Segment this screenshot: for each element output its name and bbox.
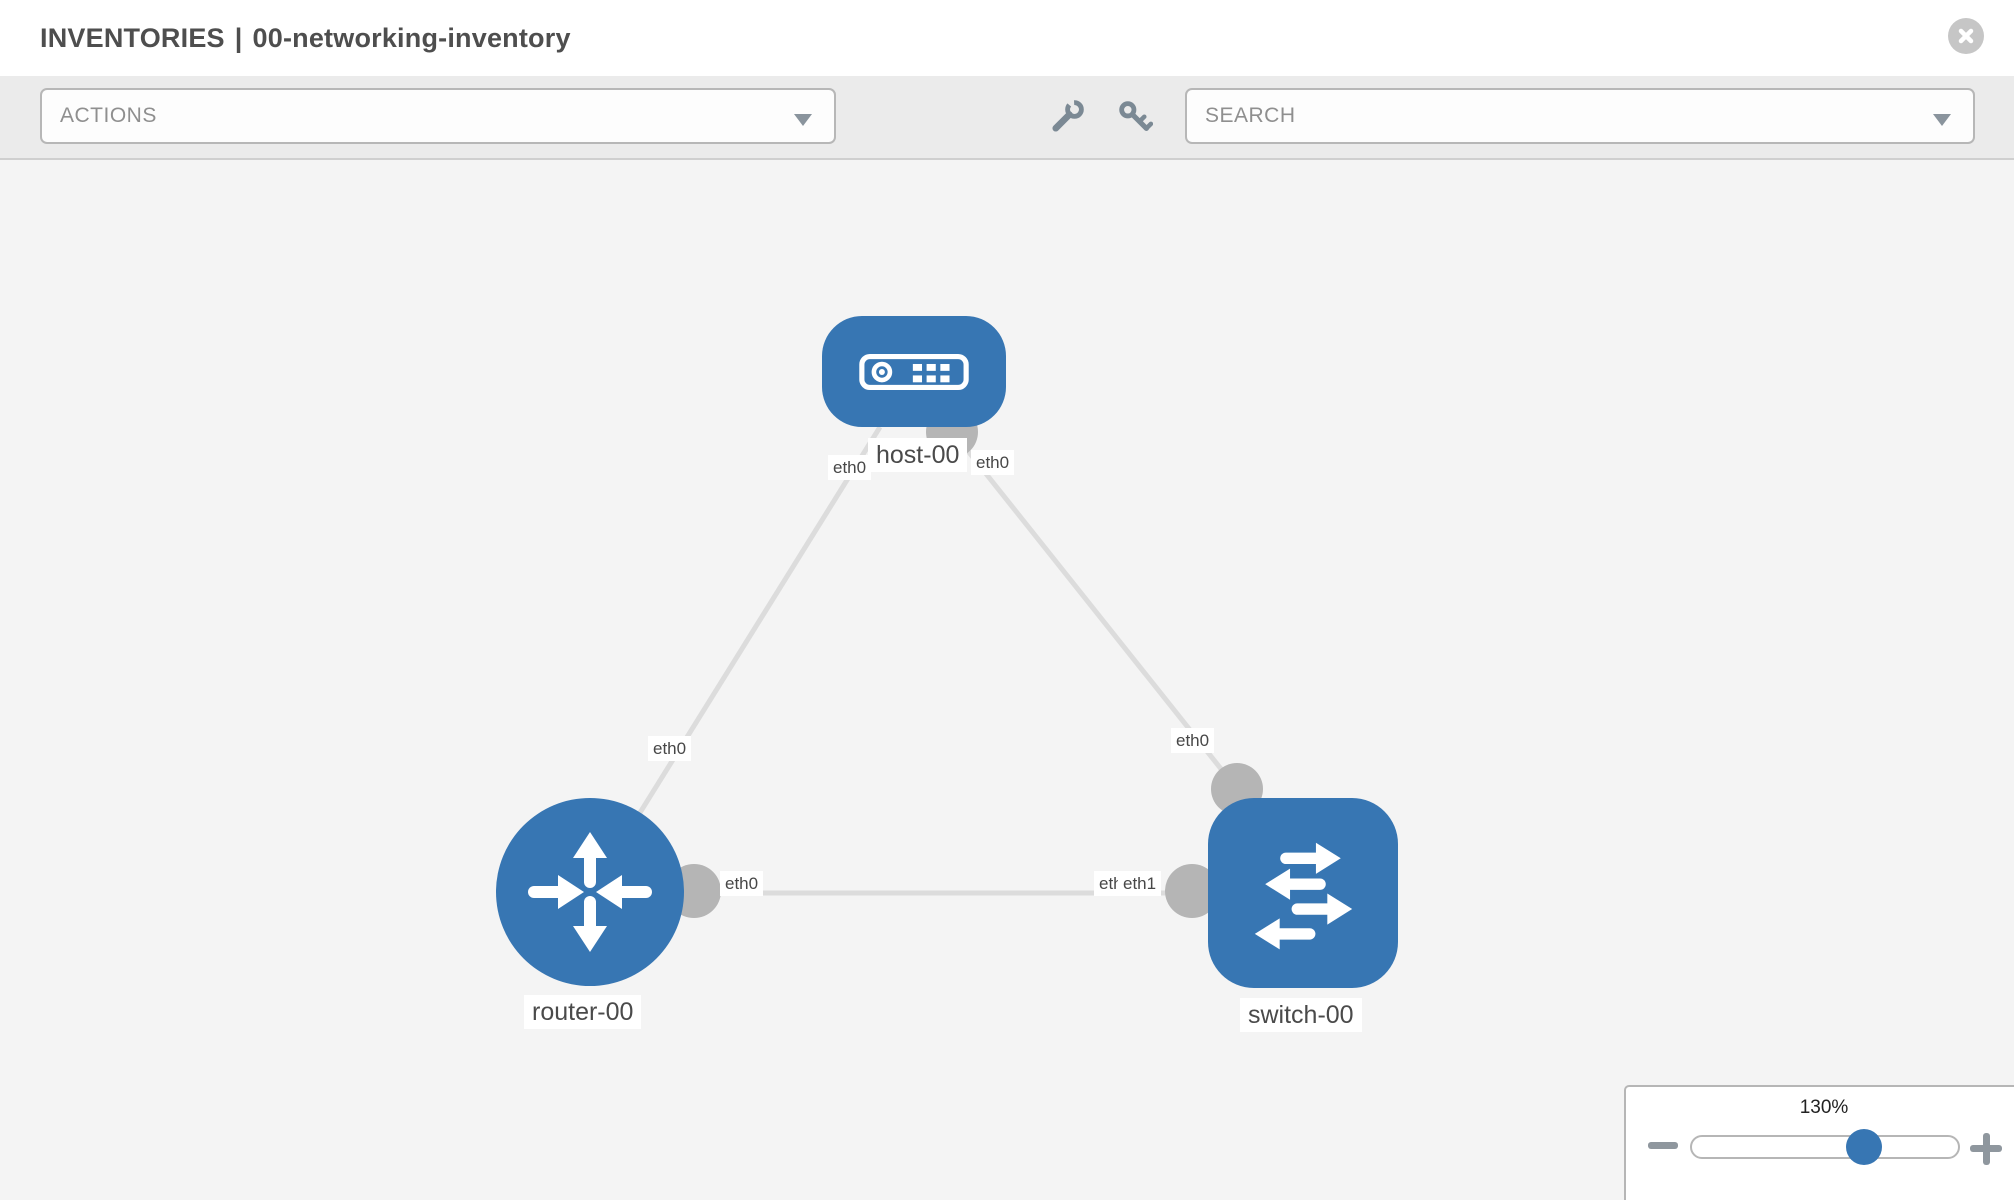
zoom-level: 130% — [1799, 1097, 1849, 1118]
switch-icon — [1254, 842, 1352, 949]
breadcrumb-section[interactable]: INVENTORIES — [40, 22, 225, 53]
port-switch-eth1 — [1165, 864, 1219, 918]
topology-canvas[interactable]: eth0 eth0 eth0 eth0 eth0 eth0 eth1 host-… — [0, 160, 2014, 1200]
zoom-slider-track[interactable] — [1690, 1135, 1960, 1159]
search-dropdown[interactable]: SEARCH — [1185, 88, 1975, 144]
close-button[interactable] — [1948, 18, 1984, 54]
node-label-router: router-00 — [524, 995, 642, 1029]
close-icon — [1958, 28, 1974, 44]
minus-icon — [1648, 1142, 1678, 1149]
host-icon — [859, 353, 969, 390]
inventory-name: 00-networking-inventory — [252, 22, 571, 53]
edge-label: eth0 — [648, 736, 692, 762]
titlebar: INVENTORIES | 00-networking-inventory — [0, 0, 2014, 76]
node-switch-00[interactable] — [1208, 798, 1398, 988]
edge-label: eth0 — [720, 871, 764, 897]
key-icon — [1119, 101, 1154, 131]
edge-label: eth0 — [971, 450, 1015, 476]
node-host-00[interactable] — [822, 316, 1006, 427]
node-router-00[interactable] — [496, 798, 684, 986]
node-label-host: host-00 — [868, 438, 968, 472]
configure-button[interactable] — [1049, 96, 1085, 135]
actions-dropdown-label: ACTIONS — [60, 104, 157, 127]
node-label-switch: switch-00 — [1240, 998, 1362, 1032]
edge-label: eth0 — [1171, 728, 1215, 754]
plus-icon — [1982, 1132, 1990, 1165]
chevron-down-icon — [1933, 114, 1951, 126]
router-icon — [528, 832, 652, 952]
zoom-out-button[interactable] — [1648, 1131, 1682, 1159]
edge-label: eth0 — [828, 455, 872, 481]
toolbar: ACTIONS SEARCH — [0, 76, 2014, 160]
actions-dropdown[interactable]: ACTIONS — [40, 88, 836, 144]
breadcrumb-separator: | — [234, 22, 243, 53]
wrench-icon — [1052, 96, 1084, 132]
zoom-panel: 130% — [1624, 1085, 2014, 1200]
page-title: INVENTORIES | 00-networking-inventory — [40, 0, 571, 76]
links-layer — [587, 406, 1303, 918]
search-dropdown-label: SEARCH — [1205, 104, 1296, 127]
zoom-slider-thumb[interactable] — [1846, 1129, 1882, 1165]
key-button[interactable] — [1117, 99, 1154, 135]
edge-label: eth1 — [1118, 871, 1162, 897]
chevron-down-icon — [794, 114, 812, 126]
zoom-in-button[interactable] — [1970, 1131, 2004, 1165]
